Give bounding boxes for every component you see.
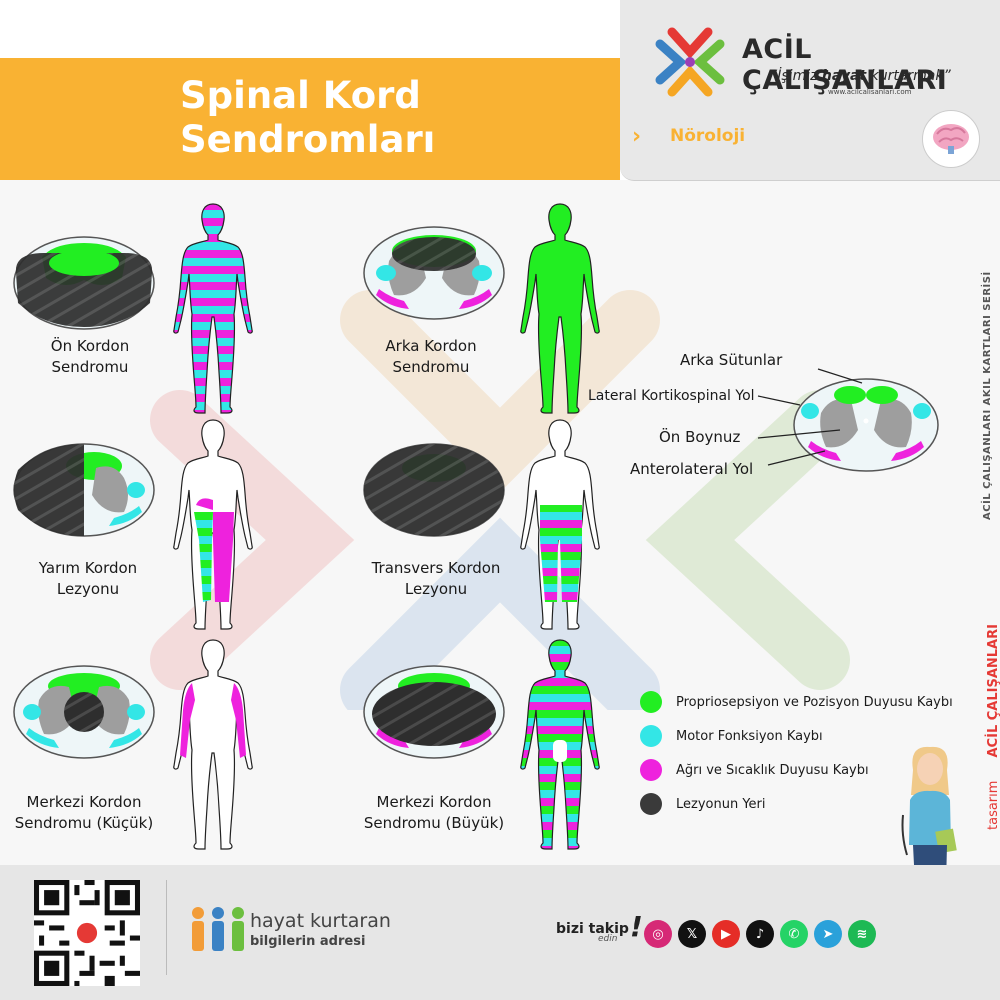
syndrome-diagrams	[13, 203, 939, 850]
people-icon	[192, 907, 244, 951]
brand-logo-icon	[655, 27, 725, 97]
cord-section-anterior	[13, 236, 155, 330]
title-line1: Spinal Kord	[180, 74, 421, 117]
label-lateral: Lateral Kortikospinal Yol	[588, 388, 755, 404]
brain-icon	[922, 110, 980, 168]
instagram-icon[interactable]: ◎	[644, 920, 672, 948]
reference-cord-section	[793, 378, 939, 472]
spotify-icon[interactable]: ≋	[848, 920, 876, 948]
cord-section-transverse	[363, 443, 505, 537]
category-label[interactable]: Nöroloji	[670, 126, 746, 146]
youtube-icon[interactable]: ▶	[712, 920, 740, 948]
x-icon[interactable]: 𝕏	[678, 920, 706, 948]
hk-line1: hayat kurtaran	[250, 910, 391, 932]
legend-dot-dark	[640, 793, 662, 815]
header-band	[0, 58, 620, 180]
legend-item-proprioception: Propriosepsiyon ve Pozisyon Duyusu Kaybı	[640, 690, 953, 714]
tiktok-icon[interactable]: ♪	[746, 920, 774, 948]
legend-item-lesion: Lezyonun Yeri	[640, 792, 766, 816]
body-transverse	[520, 419, 600, 630]
body-hemisection	[173, 419, 253, 630]
exclamation-icon: !	[630, 910, 643, 943]
title-line2: Sendromları	[180, 118, 436, 161]
cord-section-central-large	[363, 665, 505, 759]
whatsapp-icon[interactable]: ✆	[780, 920, 808, 948]
legend-dot-green	[640, 691, 662, 713]
legend-dot-cyan	[640, 725, 662, 747]
label-arka-sutunlar: Arka Sütunlar	[680, 351, 783, 369]
brand-card: ACİL ÇALIŞANLARI “İşimiz hayat kurtarmak…	[620, 0, 1000, 181]
follow-text: bizi takip edin !	[556, 910, 643, 944]
label-on-boynuz: Ön Boynuz	[659, 428, 741, 446]
page-title: Spinal Kord Sendromları	[180, 74, 435, 162]
body-central-small	[173, 639, 253, 850]
cord-section-central-small	[13, 665, 155, 759]
legend-item-pain-temp: Ağrı ve Sıcaklık Duyusu Kaybı	[640, 758, 869, 782]
body-central-large	[520, 639, 600, 850]
brand-url: www.acilcalisanlari.com	[828, 88, 912, 96]
brand-slogan: “İşimiz hayat kurtarmak”	[770, 68, 951, 84]
body-posterior	[520, 203, 600, 414]
telegram-icon[interactable]: ➤	[814, 920, 842, 948]
reference-leader-lines	[757, 368, 863, 466]
footer-divider	[166, 880, 167, 975]
hk-line2: bilgilerin adresi	[250, 934, 366, 949]
brand-name: ACİL ÇALIŞANLARI	[742, 34, 948, 96]
body-anterior	[173, 203, 253, 414]
cord-section-hemisection	[13, 443, 155, 537]
legend-dot-magenta	[640, 759, 662, 781]
category-chevron-icon: ›	[632, 124, 642, 149]
cord-section-posterior	[363, 226, 505, 320]
label-anterolateral: Anterolateral Yol	[630, 460, 754, 478]
qr-code[interactable]	[34, 880, 140, 986]
page-background	[0, 180, 1000, 865]
legend-item-motor: Motor Fonksiyon Kaybı	[640, 724, 823, 748]
